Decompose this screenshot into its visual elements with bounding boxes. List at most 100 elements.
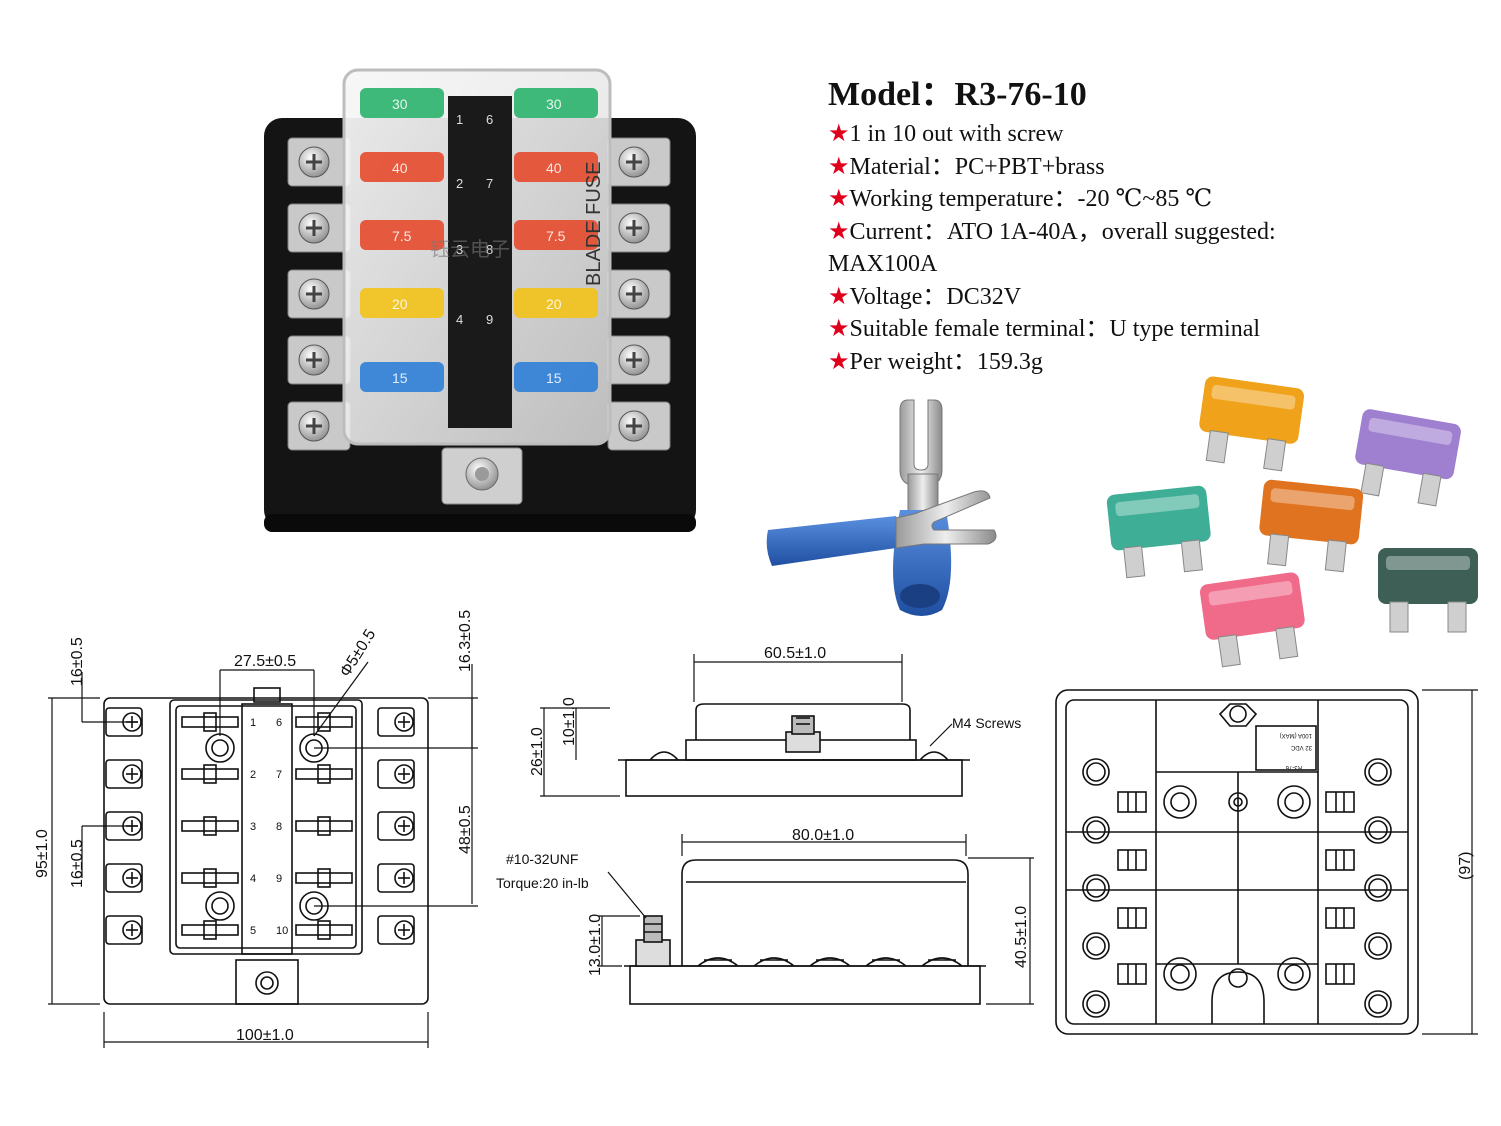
fuse-slot xyxy=(295,872,353,884)
slot-number: 3 xyxy=(250,821,256,833)
model-label: Model： xyxy=(828,76,955,113)
spec-line-text: Per weight：159.3g xyxy=(849,348,1043,375)
fuse-rating: 20 xyxy=(546,296,562,312)
slot-number: 9 xyxy=(486,312,493,327)
model-value: R3-76-10 xyxy=(954,76,1087,113)
star-icon: ★ xyxy=(828,283,850,310)
screw-icon xyxy=(394,712,414,732)
terminal-outline xyxy=(105,863,143,893)
assorted-fuses-photo xyxy=(1106,376,1478,668)
watermark: 钰云电子 xyxy=(430,238,510,261)
fuse-rating: 7.5 xyxy=(392,228,412,244)
loose-fuses xyxy=(1106,376,1478,668)
bottom-label-1: 100A (MAX) xyxy=(1280,732,1312,738)
blade-fuse xyxy=(360,362,444,392)
terminal-screw-profile xyxy=(753,957,795,967)
terminal-outline xyxy=(105,759,143,789)
blade-fuse xyxy=(360,220,444,250)
screw-icon xyxy=(394,816,414,836)
model-title: Model：R3-76-10 xyxy=(828,74,1488,116)
fuse-rating: 15 xyxy=(546,370,562,386)
loose-blade-fuse xyxy=(1199,376,1305,472)
spec-line: MAX100A xyxy=(828,248,1488,281)
screw-icon xyxy=(122,920,142,940)
mount-hole xyxy=(1364,816,1392,844)
screw-icon xyxy=(394,920,414,940)
loose-blade-fuse xyxy=(1259,479,1364,573)
spec-lines: ★1 in 10 out with screw★Material：PC+PBT+… xyxy=(828,118,1488,378)
fuse-slot xyxy=(295,716,353,728)
blade-fuse-label: BLADE FUSE xyxy=(583,162,605,286)
bottom-view-outline xyxy=(1055,689,1419,1035)
fuse-rating: 30 xyxy=(392,96,408,112)
dim-lower-top: 80.0±1.0 xyxy=(792,827,854,844)
top-view-terminals xyxy=(105,707,415,945)
bottom-label-2: 32 VDC xyxy=(1290,744,1312,750)
slot-number: 4 xyxy=(456,312,463,327)
mount-hole xyxy=(1364,758,1392,786)
top-view-stud xyxy=(235,959,299,1005)
dim-bottom-height: (97) xyxy=(1457,852,1474,880)
slot-number: 5 xyxy=(250,925,256,937)
blade-fuse xyxy=(514,88,598,118)
dim-pitch: 16±0.5 xyxy=(69,839,86,888)
terminal-screw-profile xyxy=(809,957,851,967)
loose-blade-fuse xyxy=(1106,485,1211,579)
spec-line: ★Per weight：159.3g xyxy=(828,346,1488,379)
screw-icon xyxy=(122,868,142,888)
u-terminal-photo xyxy=(766,399,997,616)
terminal-screw-profile xyxy=(865,957,907,967)
side-view-lower: 80.0±1.0 13.0±1.0 40.5±1.0 #10-32UNF Tor… xyxy=(496,827,1034,1005)
fuse-rating: 30 xyxy=(546,96,562,112)
blade-fuse xyxy=(360,288,444,318)
terminal-slot xyxy=(1117,849,1147,871)
dim-upper-height: 26±1.0 xyxy=(529,727,546,776)
dim-upper-top: 60.5±1.0 xyxy=(764,645,826,662)
fuse-rating: 7.5 xyxy=(546,228,566,244)
side-upper-base xyxy=(625,759,963,797)
blade-fuse xyxy=(514,152,598,182)
fuse-rating: 20 xyxy=(392,296,408,312)
spec-line: ★Suitable female terminal：U type termina… xyxy=(828,313,1488,346)
fuse-rating: 40 xyxy=(392,160,408,176)
blade-fuse xyxy=(514,362,598,392)
loose-blade-fuse xyxy=(1378,548,1478,633)
side-lower-base xyxy=(629,965,981,1005)
dim-upper-stud: 10±1.0 xyxy=(561,697,578,746)
slot-number: 6 xyxy=(276,717,282,729)
screw-icon xyxy=(394,764,414,784)
spec-line: ★Current：ATO 1A-40A，overall suggested: xyxy=(828,216,1488,249)
spec-line-text: MAX100A xyxy=(828,251,938,277)
screw-icon xyxy=(122,764,142,784)
star-icon: ★ xyxy=(828,153,850,180)
loose-blade-fuse xyxy=(1199,572,1305,668)
terminal-slot xyxy=(1117,907,1147,929)
dim-lower-right: 40.5±1.0 xyxy=(1013,906,1030,968)
slot-number: 10 xyxy=(276,925,288,937)
blade-fuse xyxy=(514,288,598,318)
bottom-view-drawing: 100A (MAX) 32 VDC R3-76 (97) xyxy=(1055,689,1478,1035)
dim-lower-left: 13.0±1.0 xyxy=(587,914,604,976)
blade-fuse xyxy=(514,220,598,250)
mount-hole xyxy=(1082,758,1110,786)
slot-number: 3 xyxy=(456,242,463,257)
star-icon: ★ xyxy=(828,348,850,375)
terminal-screw-profile xyxy=(921,957,963,967)
star-icon: ★ xyxy=(828,316,850,342)
fuse-slot xyxy=(181,872,239,884)
fork-prong-horizontal xyxy=(895,490,997,549)
dim-height: 95±1.0 xyxy=(34,829,51,878)
star-icon: ★ xyxy=(828,218,850,245)
terminal-slot xyxy=(1117,963,1147,985)
mount-hole xyxy=(1082,816,1110,844)
spec-line-text: Suitable female terminal：U type terminal xyxy=(849,316,1261,342)
spec-line-text: Working temperature：-20 ℃~85 ℃ xyxy=(849,186,1213,212)
terminal-slot xyxy=(1325,791,1355,813)
slot-number: 1 xyxy=(250,717,256,729)
dim-width: 100±1.0 xyxy=(236,1027,294,1044)
slot-number: 4 xyxy=(250,873,256,885)
